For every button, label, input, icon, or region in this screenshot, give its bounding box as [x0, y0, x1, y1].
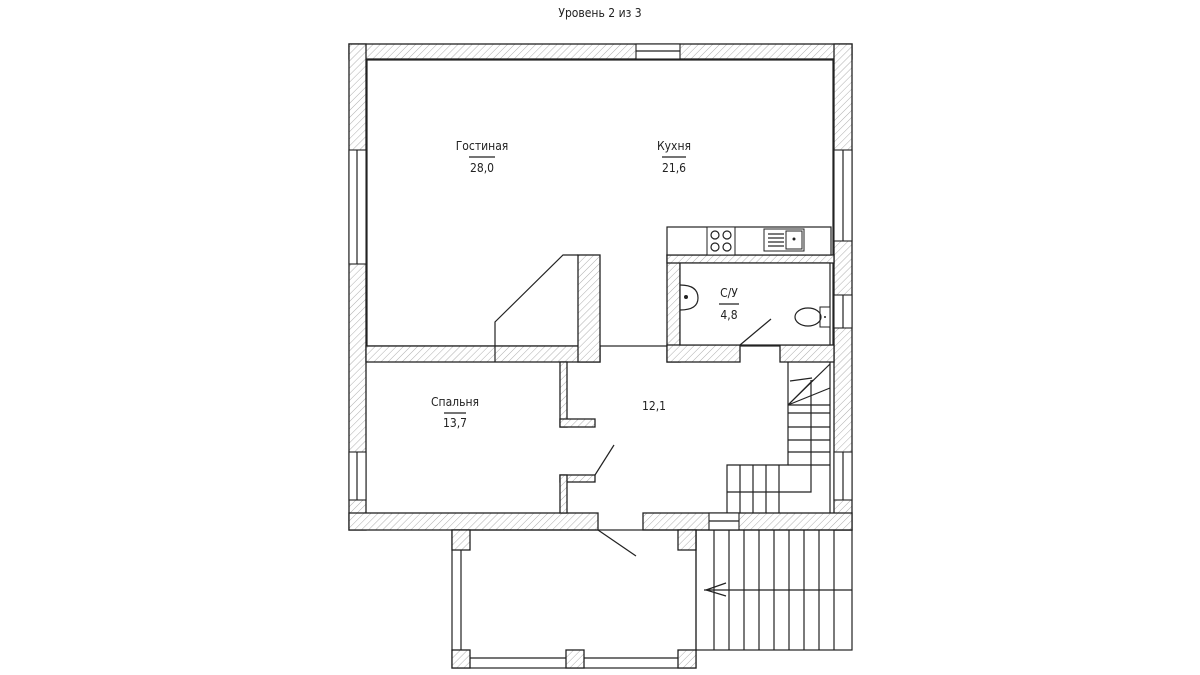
- kitchen-counter: [666, 226, 832, 256]
- porch: [451, 529, 697, 669]
- sink-icon: [763, 228, 805, 252]
- room-name: Гостиная: [456, 139, 509, 153]
- toilet-icon: [794, 306, 831, 328]
- room-hall: 12,1: [642, 399, 666, 413]
- room-area: 13,7: [443, 416, 467, 430]
- room-kitchen: Кухня 21,6: [657, 139, 691, 175]
- room-name: Кухня: [657, 139, 691, 153]
- room-area: 28,0: [470, 161, 494, 175]
- windows: [348, 43, 853, 531]
- room-area: 12,1: [642, 399, 666, 413]
- exterior-walls: [348, 43, 853, 531]
- room-bedroom: Спальня 13,7: [431, 395, 479, 430]
- room-living: Гостиная 28,0: [456, 139, 509, 175]
- level-title: Уровень 2 из 3: [558, 6, 641, 20]
- interior-stairs: [726, 362, 831, 513]
- room-area: 21,6: [662, 161, 686, 175]
- washbasin-icon: [679, 284, 699, 311]
- room-name: Спальня: [431, 395, 479, 409]
- room-name: С/У: [720, 286, 738, 300]
- stove-icon: [706, 226, 736, 256]
- room-area: 4,8: [720, 308, 737, 322]
- room-bathroom: С/У 4,8: [719, 286, 739, 322]
- interior-walls: [365, 254, 835, 514]
- door-swings: [594, 318, 772, 557]
- exterior-stairs: [695, 529, 853, 651]
